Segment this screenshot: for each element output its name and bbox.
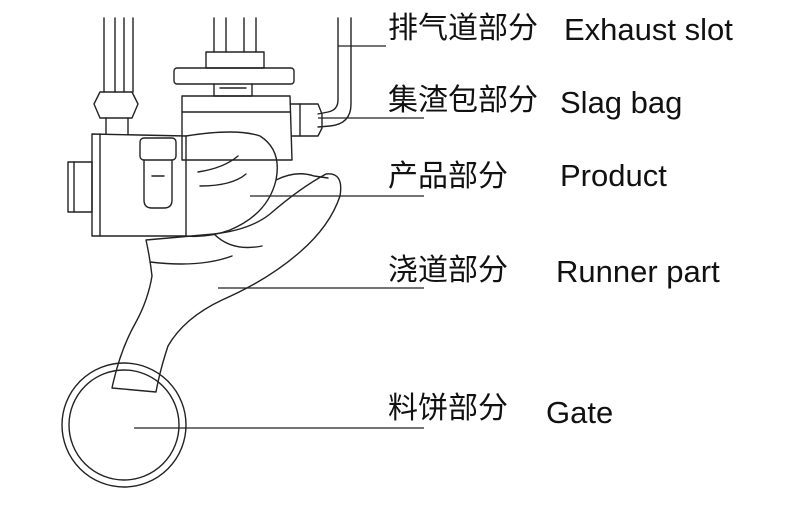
label-runner-cn: 浇道部分 — [388, 253, 508, 288]
label-exhaust-en: Exhaust slot — [564, 12, 733, 47]
label-gate-cn: 料饼部分 — [388, 391, 508, 426]
label-product-cn: 产品部分 — [388, 159, 508, 194]
label-product-en: Product — [560, 158, 667, 193]
runner-part — [111, 173, 342, 393]
leader-lines — [134, 45, 424, 429]
left-nut — [93, 91, 139, 135]
exhaust-pipes — [103, 17, 352, 128]
label-slag-cn: 集渣包部分 — [388, 83, 538, 118]
gate-disc — [61, 362, 187, 488]
product-block — [67, 133, 187, 237]
label-exhaust-cn: 排气道部分 — [388, 11, 538, 46]
slag-bag-body — [181, 95, 323, 161]
label-gate-en: Gate — [546, 395, 613, 430]
label-slag-en: Slag bag — [560, 85, 682, 120]
top-flange — [173, 51, 295, 97]
label-runner-en: Runner part — [556, 254, 720, 289]
product-elbow — [185, 131, 329, 238]
